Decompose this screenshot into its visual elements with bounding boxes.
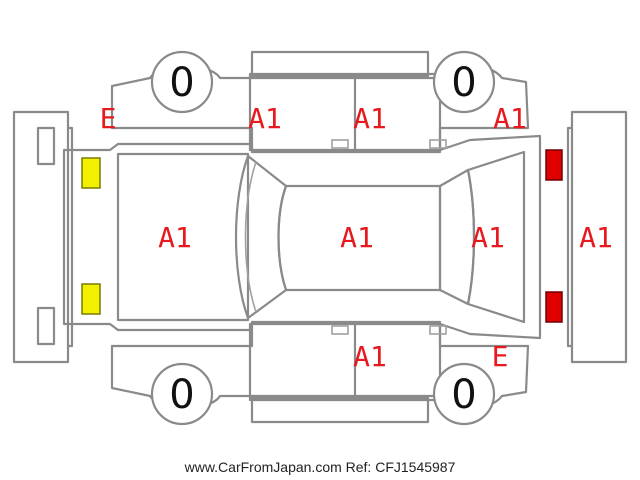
tire-front-left-value: 0 bbox=[169, 60, 194, 106]
taillight-left bbox=[545, 149, 563, 181]
taillight-right bbox=[545, 291, 563, 323]
headlight-left bbox=[81, 157, 101, 189]
right-front-door-handle bbox=[331, 325, 349, 335]
mark-front-left-corner: E bbox=[100, 102, 117, 135]
trunk-lid bbox=[466, 150, 526, 324]
left-rear-door-handle bbox=[429, 139, 447, 149]
right-rear-door-handle bbox=[429, 325, 447, 335]
mark-right-rear-corner: E bbox=[492, 340, 509, 373]
front-left-wheel bbox=[150, 50, 214, 114]
rear-left-wheel bbox=[432, 50, 496, 114]
tire-rear-right-value: 0 bbox=[451, 372, 476, 418]
headlight-right bbox=[81, 283, 101, 315]
front-right-wheel bbox=[150, 362, 214, 426]
front-bumper-tow-hook-right bbox=[36, 306, 56, 346]
front-bumper-tow-hook-left bbox=[36, 126, 56, 166]
tire-rear-left-value: 0 bbox=[451, 60, 476, 106]
mark-right-rear-door: A1 bbox=[353, 340, 387, 373]
mark-left-rear-quarter: A1 bbox=[493, 102, 527, 135]
windshield-inner bbox=[244, 161, 257, 313]
mark-left-rear-door: A1 bbox=[353, 102, 387, 135]
roof-panel bbox=[277, 184, 442, 292]
hood-panel bbox=[116, 152, 250, 322]
footer-watermark: www.CarFromJapan.com Ref: CFJ1545987 bbox=[184, 459, 456, 475]
body-outline bbox=[62, 134, 542, 340]
rear-right-wheel bbox=[432, 362, 496, 426]
front-bumper bbox=[12, 110, 74, 364]
left-doors-outline bbox=[248, 76, 442, 152]
rear-bumper bbox=[566, 110, 628, 364]
left-front-door-handle bbox=[331, 139, 349, 149]
mark-left-front-door: A1 bbox=[248, 102, 282, 135]
left-side-sill bbox=[250, 50, 430, 78]
mark-hood: A1 bbox=[158, 221, 192, 254]
rear-window bbox=[438, 168, 476, 306]
mark-trunk-lid: A1 bbox=[471, 221, 505, 254]
right-side-sill bbox=[250, 396, 430, 424]
mark-rear-bumper: A1 bbox=[579, 221, 613, 254]
tire-front-right-value: 0 bbox=[169, 372, 194, 418]
mark-roof: A1 bbox=[340, 221, 374, 254]
